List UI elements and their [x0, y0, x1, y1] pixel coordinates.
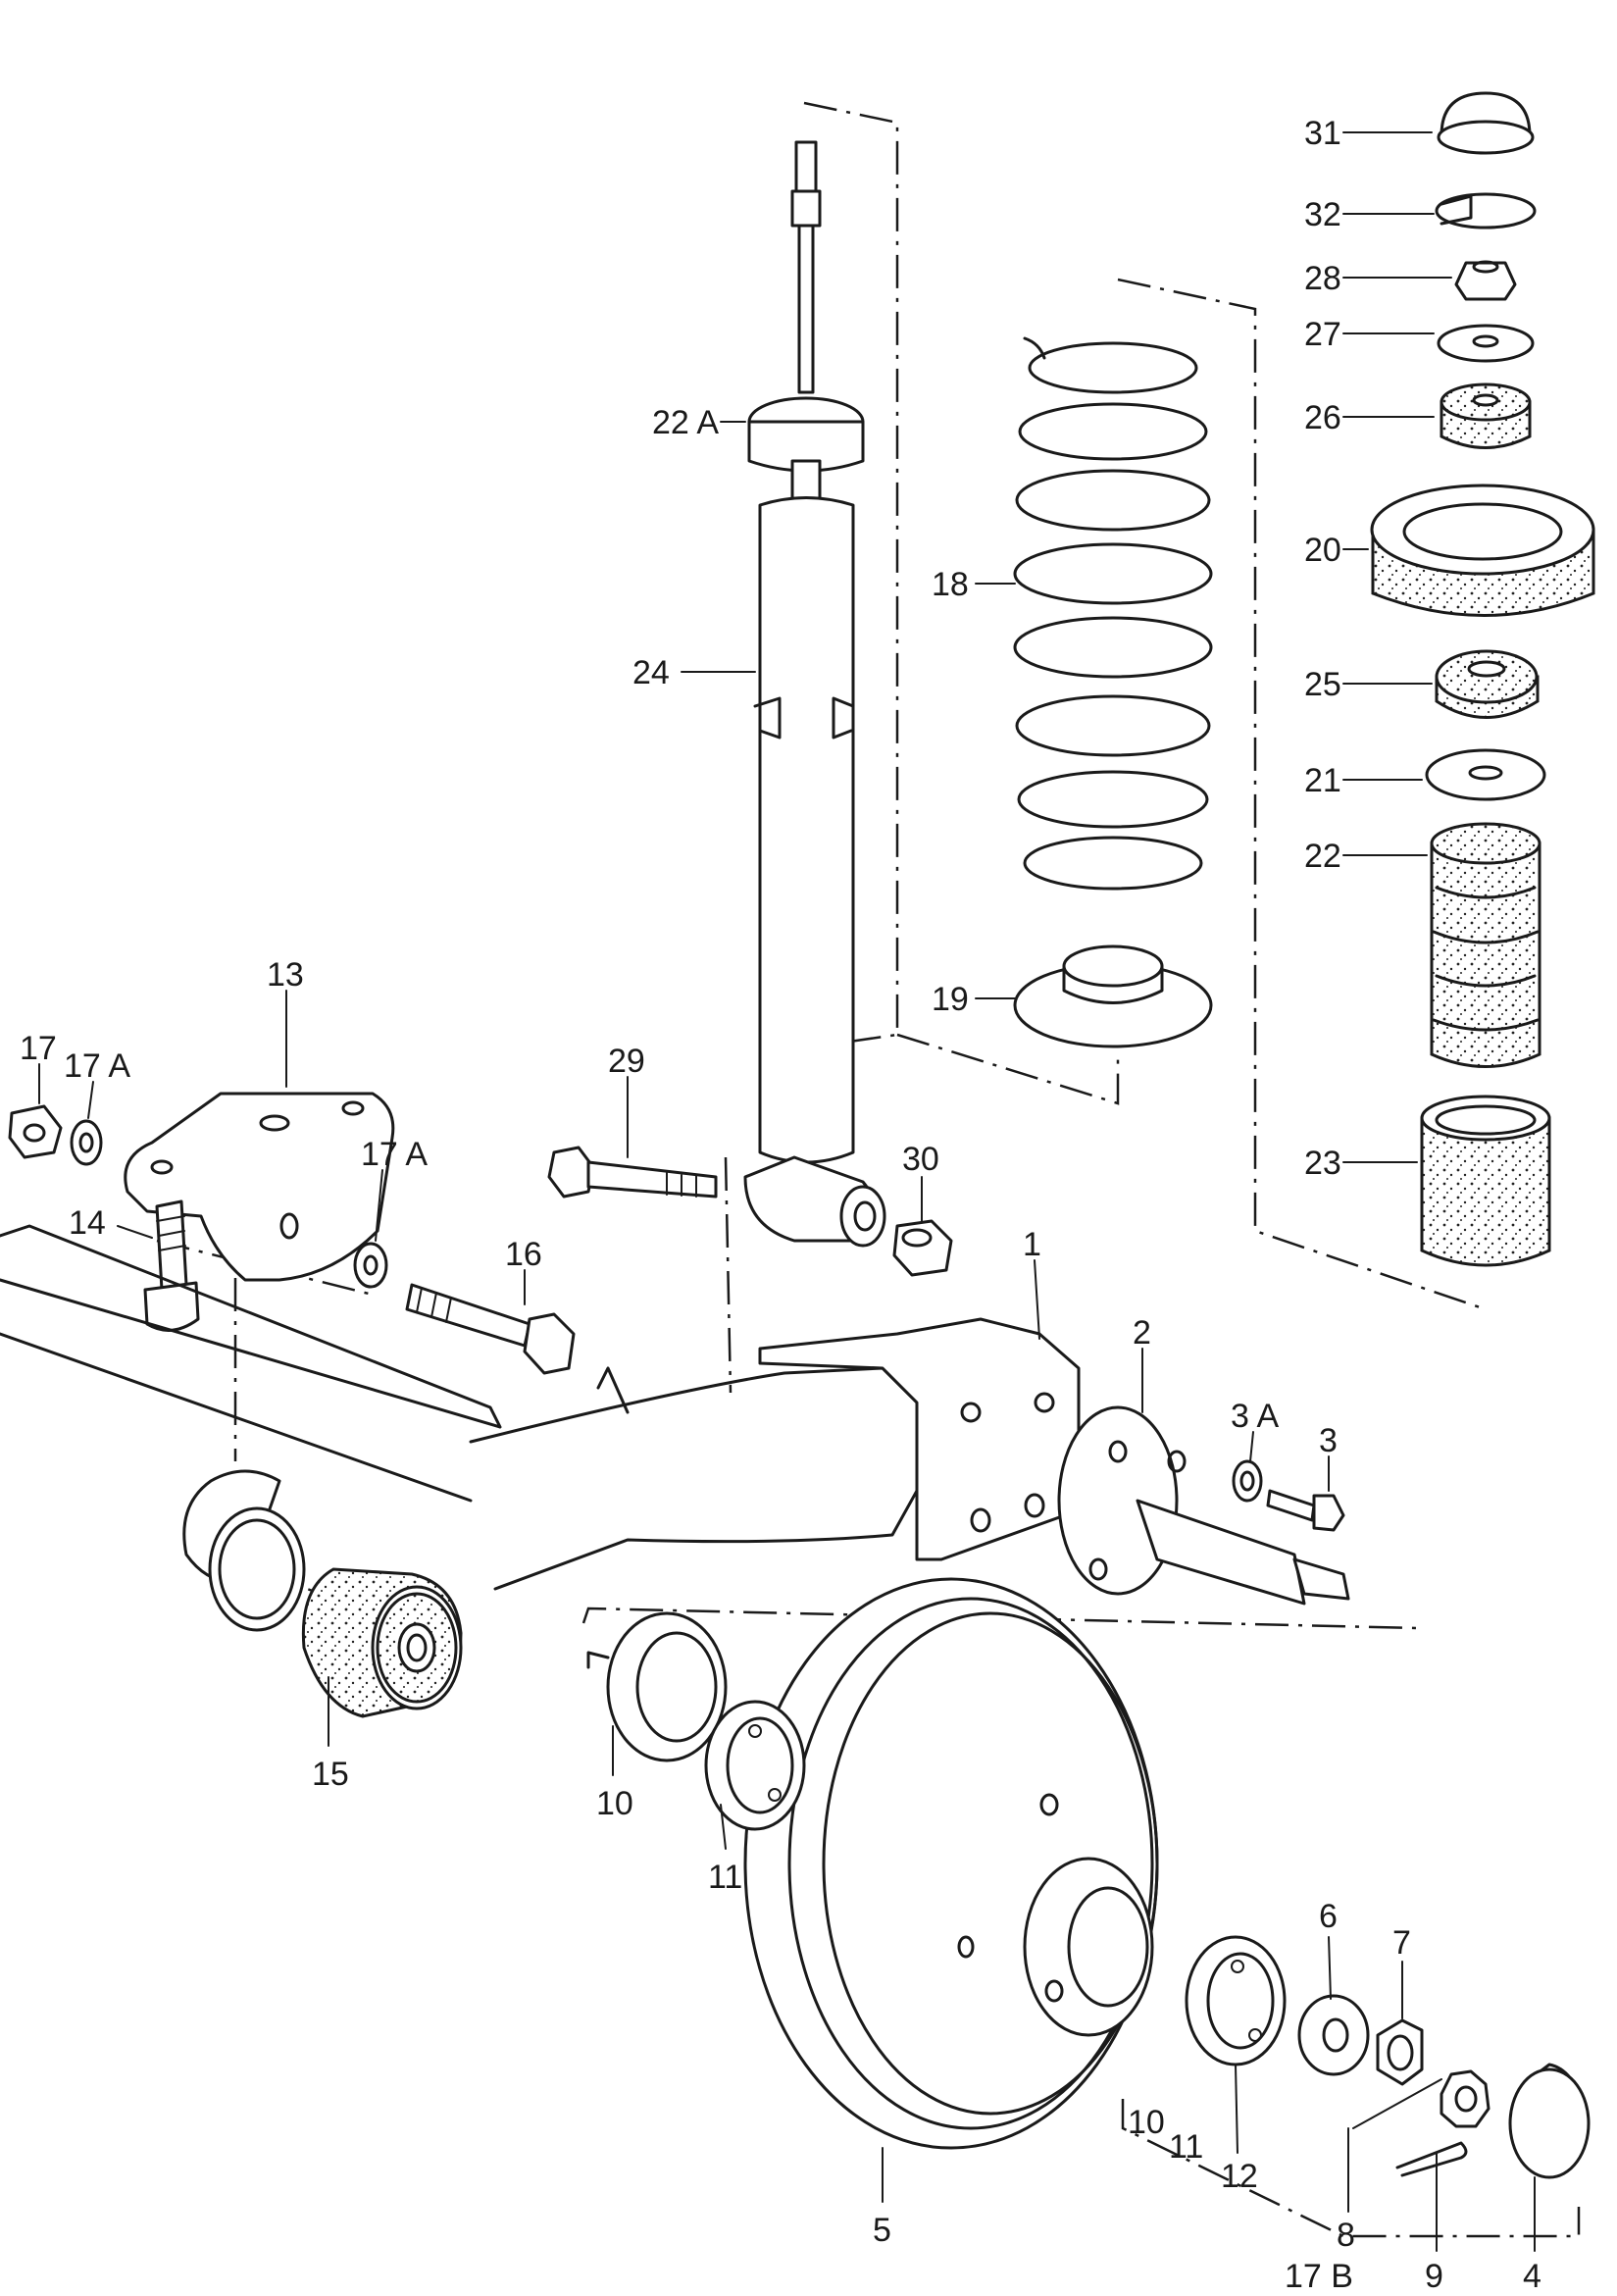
label-27: 27: [1304, 316, 1341, 353]
bolt-16: [405, 1283, 576, 1375]
stub-axle-2: [1057, 1405, 1350, 1606]
label-4: 4: [1523, 2258, 1541, 2295]
bracket-13: [124, 1092, 395, 1282]
label-8: 8: [1337, 2217, 1355, 2254]
bearing-11: [704, 1700, 806, 1831]
leader-lines: [38, 131, 1536, 2252]
label-6: 6: [1319, 1898, 1338, 1935]
label-18: 18: [932, 566, 969, 603]
bearing-12: [1185, 1935, 1287, 2066]
nut-7: [1376, 2018, 1424, 2086]
cap-31: [1437, 91, 1535, 155]
label-2: 2: [1133, 1314, 1151, 1352]
washer-6: [1297, 1994, 1370, 2076]
washer-27: [1437, 324, 1535, 363]
shock-absorber-24: [743, 140, 886, 1248]
bolt-3: [1266, 1489, 1345, 1532]
label-23: 23: [1304, 1145, 1341, 1182]
label-5: 5: [873, 2212, 891, 2249]
spring-seat-19: [1013, 944, 1213, 1048]
nut-30: [892, 1219, 953, 1277]
bolt-14: [143, 1199, 200, 1332]
coil-spring-18: [1013, 336, 1213, 891]
label-17: 17: [20, 1030, 57, 1067]
label-25: 25: [1304, 666, 1341, 703]
cotter-pin-9: [1395, 2141, 1468, 2177]
label-7: 7: [1392, 1924, 1411, 1962]
label-3a: 3 A: [1231, 1398, 1279, 1435]
bushing-26: [1440, 383, 1532, 449]
washer-32: [1435, 192, 1537, 230]
label-10: 10: [596, 1785, 633, 1822]
label-24: 24: [632, 654, 670, 691]
boot-23: [1420, 1095, 1551, 1267]
label-19: 19: [932, 981, 969, 1018]
label-17b: 17 B: [1285, 2258, 1353, 2295]
label-22: 22: [1304, 838, 1341, 875]
lock-ring-8: [1440, 2069, 1491, 2128]
label-11: 11: [708, 1859, 742, 1896]
bump-stop-22: [1430, 822, 1541, 1068]
brake-drum-5: [743, 1577, 1159, 2150]
label-22a: 22 A: [652, 404, 719, 441]
label-32: 32: [1304, 196, 1341, 233]
label-3: 3: [1319, 1422, 1338, 1459]
label-9: 9: [1425, 2258, 1443, 2295]
label-15: 15: [312, 1756, 349, 1793]
callout-labels: 31 32 28 27 26 20 25 21 22 23 22 A 24 18…: [20, 115, 1541, 2295]
washer-21: [1425, 748, 1546, 801]
rear-axle-beam: [0, 1224, 1081, 1632]
label-30: 30: [902, 1141, 939, 1178]
label-28: 28: [1304, 260, 1341, 297]
washer-17a-2: [353, 1242, 388, 1289]
label-13: 13: [267, 956, 304, 994]
label-16: 16: [505, 1236, 542, 1273]
nut-17: [8, 1104, 63, 1159]
washer-17a: [70, 1119, 103, 1166]
label-1: 1: [1023, 1226, 1041, 1263]
seal-10: [586, 1611, 728, 1762]
label-31: 31: [1304, 115, 1341, 152]
label-17a-2: 17 A: [361, 1136, 428, 1173]
label-21: 21: [1304, 762, 1341, 799]
grease-cap-4: [1508, 2063, 1591, 2179]
bolt-29: [547, 1146, 718, 1199]
label-17a: 17 A: [64, 1047, 130, 1085]
label-12: 12: [1221, 2158, 1258, 2195]
nut-28: [1454, 260, 1517, 301]
label-14: 14: [69, 1204, 106, 1242]
label-20: 20: [1304, 532, 1341, 569]
bushing-25: [1435, 649, 1540, 719]
label-10b: 10: [1128, 2104, 1165, 2141]
mount-20: [1370, 484, 1595, 617]
label-11b: 11: [1169, 2128, 1203, 2166]
bushing-15: [301, 1567, 463, 1718]
label-29: 29: [608, 1043, 645, 1080]
label-26: 26: [1304, 399, 1341, 436]
washer-3a: [1232, 1459, 1263, 1503]
